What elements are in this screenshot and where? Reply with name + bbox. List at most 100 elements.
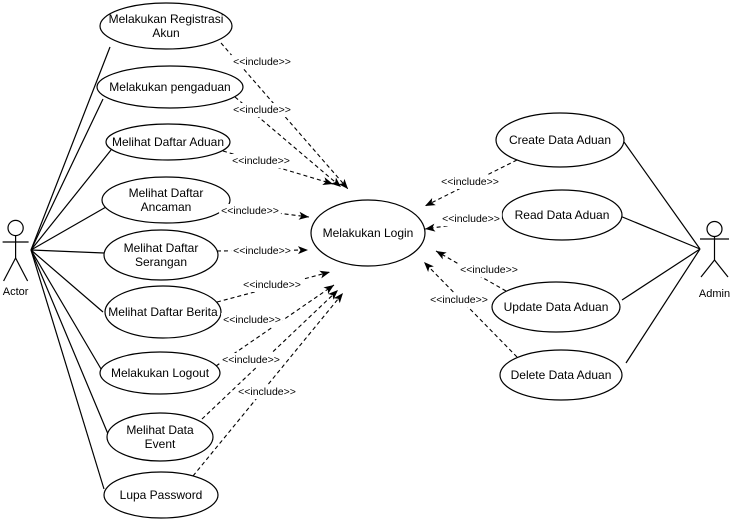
use-case-update-data-aduan: Update Data Aduan [491, 281, 621, 333]
use-case-ellipse [105, 123, 231, 161]
include-label-background [231, 55, 293, 69]
include-label-background [221, 313, 283, 327]
use-case-label-line: Melakukan pengaduan [109, 80, 230, 94]
use-case-label: Read Data Aduan [515, 208, 610, 222]
use-case-label: Melakukan pengaduan [109, 80, 230, 94]
association-line-admin-read-data-aduan [619, 215, 701, 250]
include-label-background [236, 385, 298, 399]
use-case-ellipse [495, 112, 625, 168]
include-arrow-delete-data-aduan-to-login [423, 261, 518, 358]
use-case-label-line: Melihat Daftar Berita [108, 305, 218, 319]
include-label: <<include>> [233, 56, 291, 68]
association-line-actor-lupa-password [30, 249, 105, 490]
use-case-label-line: Melihat Daftar [124, 241, 199, 255]
actor-label: Actor [3, 286, 29, 298]
use-case-ellipse [499, 349, 623, 401]
use-case-label: Melakukan Logout [111, 366, 210, 380]
association-line-actor-logout [30, 249, 105, 375]
use-case-label: Melakukan Login [323, 226, 414, 240]
actor-leg-right [714, 259, 729, 278]
association-line-actor-registrasi-akun [30, 46, 111, 251]
use-case-label: Lupa Password [120, 488, 203, 502]
association-line-actor-daftar-berita [30, 249, 104, 313]
use-case-ellipse [99, 2, 233, 50]
use-case-ellipse [103, 229, 219, 281]
use-case-lupa-password: Lupa Password [103, 471, 219, 519]
actor-head [706, 220, 723, 238]
include-arrow-lupa-password-to-login [192, 292, 344, 477]
include-label: <<include>> [223, 314, 281, 326]
include-label: <<include>> [238, 386, 296, 398]
actor-leg-right [15, 257, 29, 282]
use-case-read-data-aduan: Read Data Aduan [501, 189, 623, 241]
include-label: <<include>> [233, 104, 291, 116]
use-case-ellipse [96, 65, 244, 109]
use-case-delete-data-aduan: Delete Data Aduan [499, 349, 623, 401]
use-case-label-line: Update Data Aduan [504, 300, 609, 314]
use-case-ellipse [99, 351, 221, 395]
use-case-pengaduan: Melakukan pengaduan [96, 65, 244, 109]
association-line-admin-create-data-aduan [623, 141, 701, 250]
include-label-background [439, 175, 501, 189]
include-label: <<include>> [243, 279, 301, 291]
association-line-actor-daftar-serangan [30, 249, 105, 254]
include-arrow-read-data-aduan-to-login [424, 217, 504, 232]
use-case-ellipse [310, 199, 426, 267]
use-case-label-line: Melakukan Login [323, 226, 414, 240]
include-label-background [241, 278, 303, 292]
use-case-label-line: Delete Data Aduan [511, 368, 612, 382]
use-case-label-line: Read Data Aduan [515, 208, 610, 222]
include-label-background [231, 244, 293, 258]
include-label: <<include>> [430, 294, 488, 306]
include-arrow-registrasi-akun-to-login [220, 42, 349, 190]
include-label-background [220, 353, 282, 367]
include-label: <<include>> [233, 245, 291, 257]
use-case-label-line: Melakukan Registrasi [109, 12, 224, 26]
include-label-background [219, 204, 281, 218]
use-case-label-line: Melihat Daftar [129, 186, 204, 200]
use-case-label-line: Melakukan Logout [111, 366, 210, 380]
use-case-ellipse [101, 176, 231, 224]
use-case-label-line: Akun [152, 26, 179, 40]
use-case-login: Melakukan Login [310, 199, 426, 267]
actor-leg-left [3, 257, 17, 282]
use-case-ellipse [106, 412, 214, 462]
association-line-admin-delete-data-aduan [625, 248, 701, 364]
include-label: <<include>> [221, 205, 279, 217]
actor-label: Admin [699, 288, 730, 300]
use-case-ellipse [491, 281, 621, 333]
actor-leg-left [700, 259, 715, 278]
include-label-background [458, 263, 520, 277]
include-label-background [428, 293, 490, 307]
use-case-label: Delete Data Aduan [511, 368, 612, 382]
use-case-daftar-aduan: Melihat Daftar Aduan [105, 123, 231, 161]
actor-head [7, 219, 24, 237]
use-case-label: Update Data Aduan [504, 300, 609, 314]
association-line-actor-pengaduan [30, 98, 104, 251]
association-line-actor-daftar-aduan [30, 149, 112, 251]
use-case-label-line: Ancaman [141, 200, 192, 214]
include-label-background [230, 154, 292, 168]
include-label-background [440, 212, 502, 226]
association-line-actor-daftar-ancaman [30, 206, 107, 251]
use-case-label-line: Lupa Password [120, 488, 203, 502]
actor-figure-admin: Admin [699, 220, 730, 300]
use-case-ellipse [501, 189, 623, 241]
use-case-label: Melihat Daftar Aduan [112, 135, 224, 149]
association-line-admin-update-data-aduan [621, 248, 701, 301]
include-label: <<include>> [441, 176, 499, 188]
include-label: <<include>> [232, 155, 290, 167]
use-case-label: Melihat Daftar Berita [108, 305, 218, 319]
use-case-logout: Melakukan Logout [99, 351, 221, 395]
include-label-background [231, 103, 293, 117]
